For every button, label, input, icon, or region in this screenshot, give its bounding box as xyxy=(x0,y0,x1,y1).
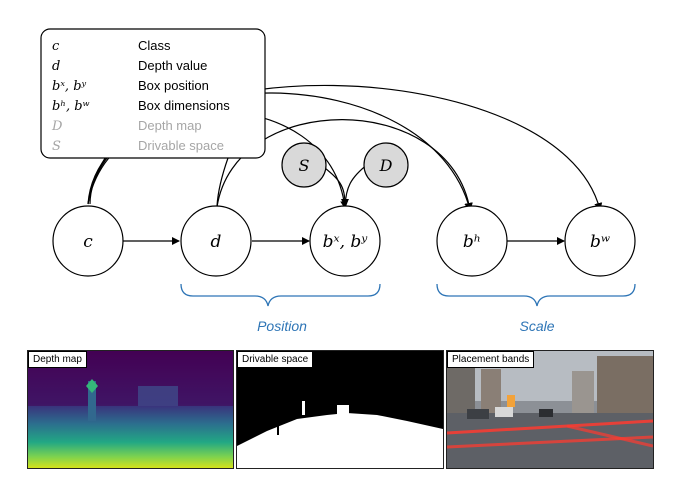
depth-map-panel: Depth map xyxy=(27,350,234,469)
scale-label: Scale xyxy=(519,318,554,334)
legend-box xyxy=(40,28,266,159)
depth-map-image xyxy=(28,351,233,468)
node-c-label: c xyxy=(83,232,93,252)
placement-bands-panel: Placement bands xyxy=(446,350,654,469)
node-bh: bʰ xyxy=(436,205,508,277)
legend-symbol: c xyxy=(52,39,60,54)
node-c: c xyxy=(52,205,124,277)
placement-bands-tag: Placement bands xyxy=(447,351,535,368)
edge-tail-d xyxy=(216,157,229,207)
node-d-label: d xyxy=(211,232,222,252)
drivable-space-tag: Drivable space xyxy=(237,351,314,368)
drivable-space-panel: Drivable space xyxy=(236,350,444,469)
position-brace xyxy=(180,283,381,307)
legend-symbol: d xyxy=(52,59,60,74)
legend-label: Box dimensions xyxy=(138,98,230,113)
node-bxy-label: bˣ, bʸ xyxy=(323,232,369,252)
scale-brace xyxy=(436,283,636,307)
node-d: d xyxy=(180,205,252,277)
node-D-label: D xyxy=(379,156,393,175)
legend-row: c Class xyxy=(52,38,171,54)
legend-row: D Depth map xyxy=(51,118,202,134)
legend-label: Class xyxy=(138,38,171,53)
node-D: D xyxy=(363,142,409,188)
placement-bands-image xyxy=(447,351,653,468)
legend-symbol: bˣ, bʸ xyxy=(52,79,87,94)
legend-symbol: D xyxy=(51,119,63,134)
drivable-space-image xyxy=(237,351,443,468)
node-bxy: bˣ, bʸ xyxy=(309,205,381,277)
edge-d-to-bh xyxy=(216,119,473,211)
legend-label: Drivable space xyxy=(138,138,224,153)
legend-row: bˣ, bʸ Box position xyxy=(52,78,209,94)
legend-label: Box position xyxy=(138,78,209,93)
node-bw-label: bʷ xyxy=(590,232,610,252)
node-bh-label: bʰ xyxy=(463,232,481,252)
legend-label: Depth map xyxy=(138,118,202,133)
legend-row: bʰ, bʷ Box dimensions xyxy=(52,98,230,114)
legend-symbol: bʰ, bʷ xyxy=(52,99,90,114)
position-label: Position xyxy=(257,318,307,334)
legend-label: Depth value xyxy=(138,58,207,73)
edge-tail-c xyxy=(89,157,106,205)
legend-row: S Drivable space xyxy=(52,138,224,154)
node-bw: bʷ xyxy=(564,205,636,277)
depth-map-tag: Depth map xyxy=(28,351,87,368)
legend-row: d Depth value xyxy=(52,58,207,74)
node-S-label: S xyxy=(299,156,310,175)
legend-symbol: S xyxy=(52,139,61,154)
node-S: S xyxy=(281,142,327,188)
